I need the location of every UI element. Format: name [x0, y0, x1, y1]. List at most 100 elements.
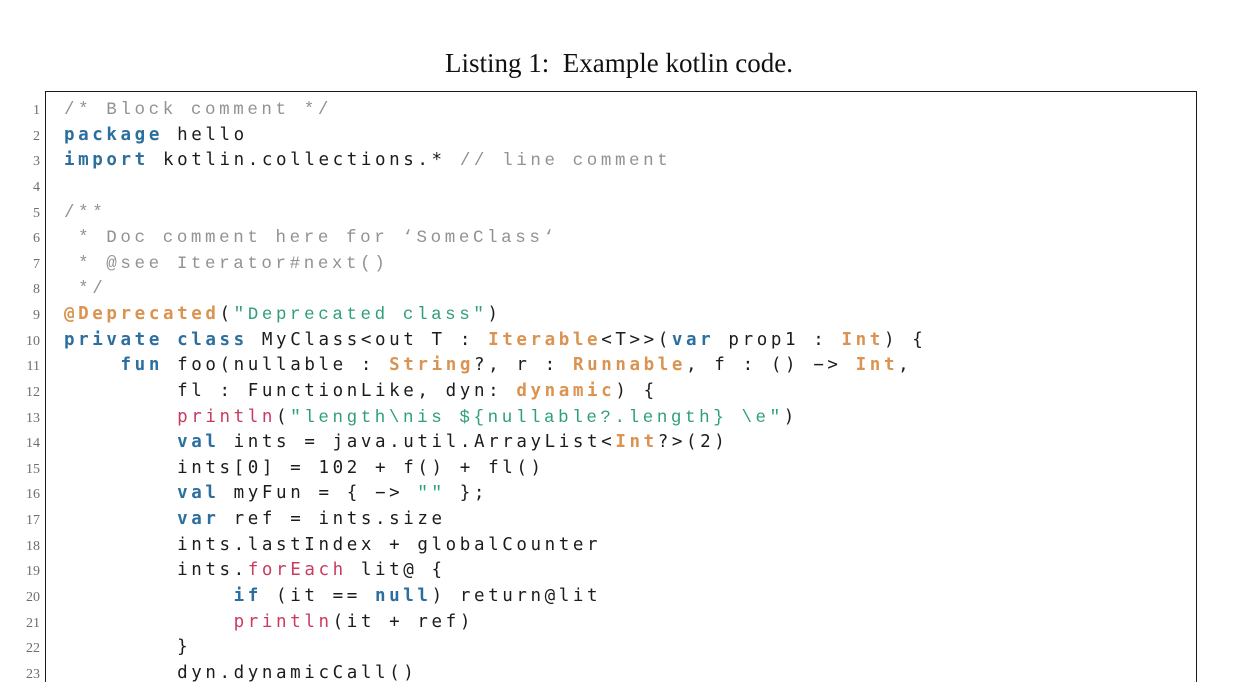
code-token: null: [375, 585, 432, 606]
line-number: 5: [33, 205, 40, 221]
code-token: ?, r :: [473, 355, 573, 376]
code-line: /* Block comment */: [64, 97, 1196, 123]
line-number: 21: [26, 615, 40, 631]
code-token: @Deprecated: [64, 304, 220, 324]
code-token: <T>>(: [601, 329, 672, 350]
code-token: import: [64, 150, 149, 171]
code-token: * Doc comment here for ‘SomeClass‘: [64, 228, 558, 249]
code-token: MyClass<out T :: [247, 329, 489, 350]
code-token: foo(nullable :: [162, 355, 390, 376]
code-token: };: [445, 483, 489, 504]
line-number: 8: [33, 282, 40, 298]
line-number: 10: [26, 333, 40, 349]
code-line: val myFun = { −> "" };: [64, 481, 1196, 507]
code-line: val ints = java.util.ArrayList<Int?>(2): [64, 430, 1196, 456]
code-token: , f : () −>: [686, 355, 856, 376]
code-token: package: [64, 124, 163, 145]
code-line: ints[0] = 102 + f() + fl(): [64, 456, 1196, 482]
line-number: 6: [33, 231, 40, 247]
code-token: ints = java.util.ArrayList<: [219, 432, 616, 453]
line-number: 17: [26, 513, 40, 528]
line-number: 13: [26, 410, 40, 426]
code-token: * @see Iterator#next(): [64, 253, 389, 274]
code-token: ) {: [883, 329, 927, 350]
line-number: 1: [33, 103, 40, 118]
line-number: 15: [26, 461, 40, 477]
listing-caption: Listing 1: Example kotlin code.: [445, 48, 793, 78]
code-line: var ref = ints.size: [64, 507, 1196, 533]
line-number: 23: [26, 666, 40, 682]
code-token: [64, 432, 177, 452]
code-token: ref = ints.size: [219, 509, 446, 529]
code-token: println: [233, 611, 333, 632]
code-line: [64, 174, 1196, 200]
code-token: ,: [898, 355, 913, 376]
code-line: private class MyClass<out T : Iterable<T…: [64, 328, 1196, 354]
code-token: (: [276, 406, 291, 427]
line-number: 16: [26, 487, 40, 503]
line-number: 22: [26, 641, 40, 657]
code-token: String: [389, 355, 474, 376]
code-line: println(it + ref): [64, 610, 1196, 636]
code-token: (: [219, 304, 234, 324]
code-line: ints.lastIndex + globalCounter: [64, 533, 1196, 559]
code-token: Int: [841, 329, 884, 350]
code-token: ints[0] = 102 + f() + fl(): [64, 457, 545, 478]
code-token: var: [177, 509, 220, 529]
code-token: ): [783, 406, 798, 427]
code-line: /**: [64, 200, 1196, 226]
code-line: dyn.dynamicCall(): [64, 661, 1196, 682]
code-line: if (it == null) return@lit: [64, 584, 1196, 610]
line-number: 7: [33, 256, 40, 272]
code-token: ?>(2): [657, 432, 729, 453]
code-token: [64, 612, 234, 632]
code-token: ints.: [64, 560, 248, 581]
code-token: var: [671, 329, 715, 350]
code-token: */: [64, 279, 107, 300]
code-token: /* Block comment */: [64, 100, 332, 120]
code-token: [163, 330, 177, 350]
line-number: 3: [33, 154, 40, 170]
code-token: ): [487, 304, 502, 324]
code-token: "Deprecated class": [233, 305, 488, 325]
line-number: 11: [26, 359, 40, 375]
code-token: ) {: [615, 380, 658, 401]
code-token: [64, 483, 177, 503]
code-token: [64, 407, 177, 427]
code-token: [64, 509, 177, 529]
code-token: println: [177, 406, 277, 427]
code-token: "": [417, 484, 446, 505]
code-token: // line comment: [459, 151, 672, 172]
code-token: hello: [162, 124, 248, 145]
code-token: }: [64, 637, 192, 658]
code-token: lit@ {: [346, 560, 446, 581]
line-number: 19: [26, 564, 40, 580]
line-number: 20: [26, 589, 40, 605]
code-token: dynamic: [516, 380, 616, 401]
code-token: myFun = { −>: [219, 483, 418, 504]
code-token: Int: [615, 432, 658, 453]
code-line: println("length\nis ${nullable?.length} …: [64, 405, 1196, 431]
code-line: ints.forEach lit@ {: [64, 558, 1196, 584]
code-token: if: [233, 585, 262, 606]
code-line: }: [64, 635, 1196, 661]
code-token: [64, 586, 234, 606]
code-token: kotlin.collections.*: [148, 150, 460, 171]
line-number: 14: [26, 436, 40, 452]
code-token: ints.lastIndex + globalCounter: [64, 534, 602, 555]
code-token: ) return@lit: [431, 585, 602, 606]
code-token: [64, 355, 121, 375]
code-token: Iterable: [488, 329, 602, 350]
code-line: * @see Iterator#next(): [64, 251, 1196, 277]
code-token: forEach: [247, 560, 347, 581]
code-token: fl : FunctionLike, dyn:: [64, 380, 517, 401]
line-number: 18: [26, 538, 40, 554]
code-token: Int: [855, 355, 899, 376]
code-token: "length\nis ${nullable?.length} \e": [290, 407, 784, 428]
code-token: val: [177, 483, 220, 504]
code-line: package hello: [64, 123, 1196, 149]
